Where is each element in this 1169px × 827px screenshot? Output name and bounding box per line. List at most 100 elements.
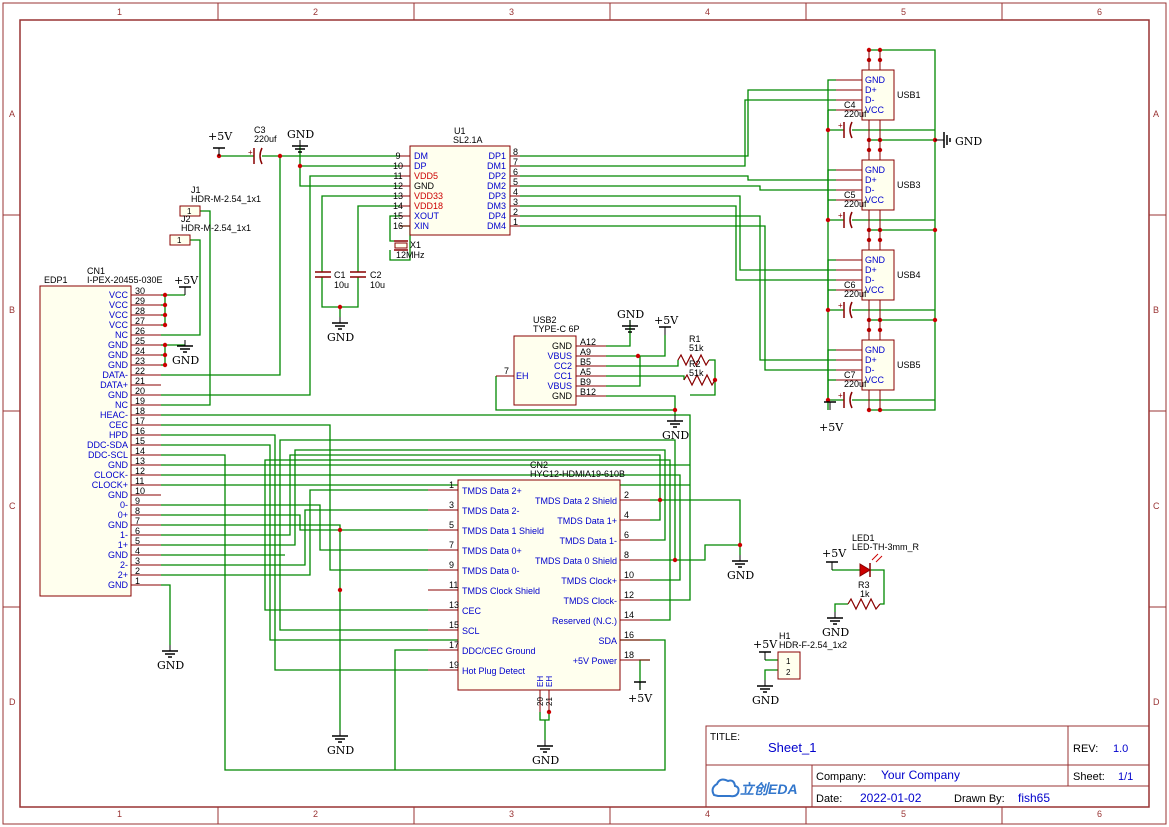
wire-junction <box>337 587 343 593</box>
cn1-pin-number: 17 <box>135 416 145 426</box>
vcc-label: +5V <box>753 638 778 651</box>
cn2-pin-name: TMDS Data 0- <box>462 566 520 576</box>
cn2-pin-number: 4 <box>624 510 629 520</box>
capacitor-ref: C5 <box>844 190 856 200</box>
capacitor-curve <box>849 391 853 409</box>
vcc-label: +5V <box>819 421 844 434</box>
u1-pin-number: 8 <box>513 147 518 157</box>
wire <box>834 603 848 612</box>
u1-value: SL2.1A <box>453 135 483 145</box>
wire <box>161 434 428 671</box>
capacitor-ref: C6 <box>844 280 856 290</box>
wire <box>520 89 836 157</box>
wire <box>520 225 836 371</box>
usb-port-pin-name: D- <box>865 275 875 285</box>
cn1-pin-name: CEC <box>109 420 129 430</box>
u1-pin-name: DP4 <box>488 211 506 221</box>
usb2-eh-name: EH <box>516 371 529 381</box>
cn1-pin-number: 14 <box>135 446 145 456</box>
vcc-symbol: +5V <box>822 547 847 570</box>
h1-ref: H1 <box>779 631 791 641</box>
r2-ref: R2 <box>689 359 701 369</box>
cn2-value: HYC12-HDMIA19-610B <box>530 469 625 479</box>
wire-junction <box>277 153 283 159</box>
j2-pin: 1 <box>177 236 182 245</box>
usb2-pin-name: VBUS <box>547 351 572 361</box>
cn2-pin-name: TMDS Data 1- <box>559 536 617 546</box>
ground-symbol: GND <box>662 415 689 442</box>
wire <box>161 509 428 566</box>
cn2-pin-name: TMDS Clock Shield <box>462 586 540 596</box>
cn2-pin-number: 7 <box>449 540 454 550</box>
usb-port-body <box>861 69 895 121</box>
wire-junction <box>337 527 343 533</box>
wire <box>161 454 661 536</box>
wire <box>161 210 211 406</box>
wire <box>827 79 844 131</box>
frame-row-label-left: D <box>9 697 16 707</box>
usb-port-body <box>861 339 895 391</box>
ground-symbol: GND <box>727 555 754 582</box>
wire <box>709 359 716 380</box>
cn1-pin-name: GND <box>108 460 129 470</box>
cn1-pin-name: DDC-SCL <box>88 450 128 460</box>
logo-text: 立创EDA <box>740 781 798 797</box>
usb-port-ref: USB4 <box>897 270 921 280</box>
cn2-pin-number: 11 <box>449 580 458 590</box>
usb-port-ref: USB5 <box>897 360 921 370</box>
capacitor-curve <box>849 211 853 229</box>
wire-junction <box>297 163 303 169</box>
wire <box>764 669 778 680</box>
cn2-pin-name: TMDS Data 0 Shield <box>535 556 617 566</box>
usb-port-pin-name: GND <box>865 255 886 265</box>
usb-port-pin-name: GND <box>865 165 886 175</box>
u1-pin-number: 3 <box>513 197 518 207</box>
ground-label: GND <box>662 429 689 442</box>
lceda-logo: 立创EDA <box>711 778 798 798</box>
usb-port-pin-name: D- <box>865 95 875 105</box>
usb-port-pin-name: VCC <box>865 375 885 385</box>
u1-pin-name: XIN <box>414 221 429 231</box>
led1-diode: LED1 LED-TH-3mm_R <box>852 533 920 577</box>
usb-port-pin-name: VCC <box>865 285 885 295</box>
cn2-pin-name: TMDS Data 0+ <box>462 546 522 556</box>
usb2-value: TYPE-C 6P <box>533 324 580 334</box>
sheet-title: Sheet_1 <box>768 740 816 755</box>
u1-pin-name: DP <box>414 161 427 171</box>
u1-pin-number: 9 <box>395 151 400 161</box>
capacitor-value: 220uf <box>844 379 867 389</box>
frame-row-label-left: C <box>9 501 16 511</box>
usb2-pin-number: A5 <box>580 367 591 377</box>
ground-symbol: GND <box>157 645 184 672</box>
cn1-pin-name: 2- <box>120 560 128 570</box>
cn1-pin-name: GND <box>108 360 129 370</box>
usb-port-pin-name: D- <box>865 365 875 375</box>
vcc-symbol: +5V <box>654 314 679 335</box>
cn1-pins: 30VCC29VCC28VCC27VCC26NC25GND24GND23GND2… <box>87 286 161 590</box>
u1-pin-name: DP3 <box>488 191 506 201</box>
cn1-pin-number: 3 <box>135 556 140 566</box>
h1-pin-2: 2 <box>786 668 791 677</box>
frame-col-label-bottom: 4 <box>705 809 710 819</box>
wire-junction <box>162 302 168 308</box>
cn2-ref: CN2 <box>530 460 548 470</box>
cn2-pin-name: TMDS Data 1+ <box>557 516 617 526</box>
vcc-symbol: +5V <box>174 274 199 295</box>
cn1-pin-name: 1- <box>120 530 128 540</box>
cn2-pin-name: EH <box>536 676 545 687</box>
usb2-pin-number: B5 <box>580 357 591 367</box>
usb2-pin-number: A9 <box>580 347 591 357</box>
wire <box>690 380 716 396</box>
wire-junction <box>737 542 743 548</box>
rev-label: REV: <box>1073 743 1098 755</box>
usb2-pin-name: GND <box>552 391 573 401</box>
cn2-pin-name: TMDS Data 2- <box>462 506 520 516</box>
drawn-by-value: fish65 <box>1018 791 1050 805</box>
svg-text:+: + <box>248 148 253 157</box>
r3-resistor: R3 1k <box>847 580 881 611</box>
r2-value: 51k <box>689 368 704 378</box>
wire <box>520 99 836 167</box>
vcc-label: +5V <box>208 130 233 143</box>
r1-value: 51k <box>689 343 704 353</box>
wire <box>161 524 341 730</box>
